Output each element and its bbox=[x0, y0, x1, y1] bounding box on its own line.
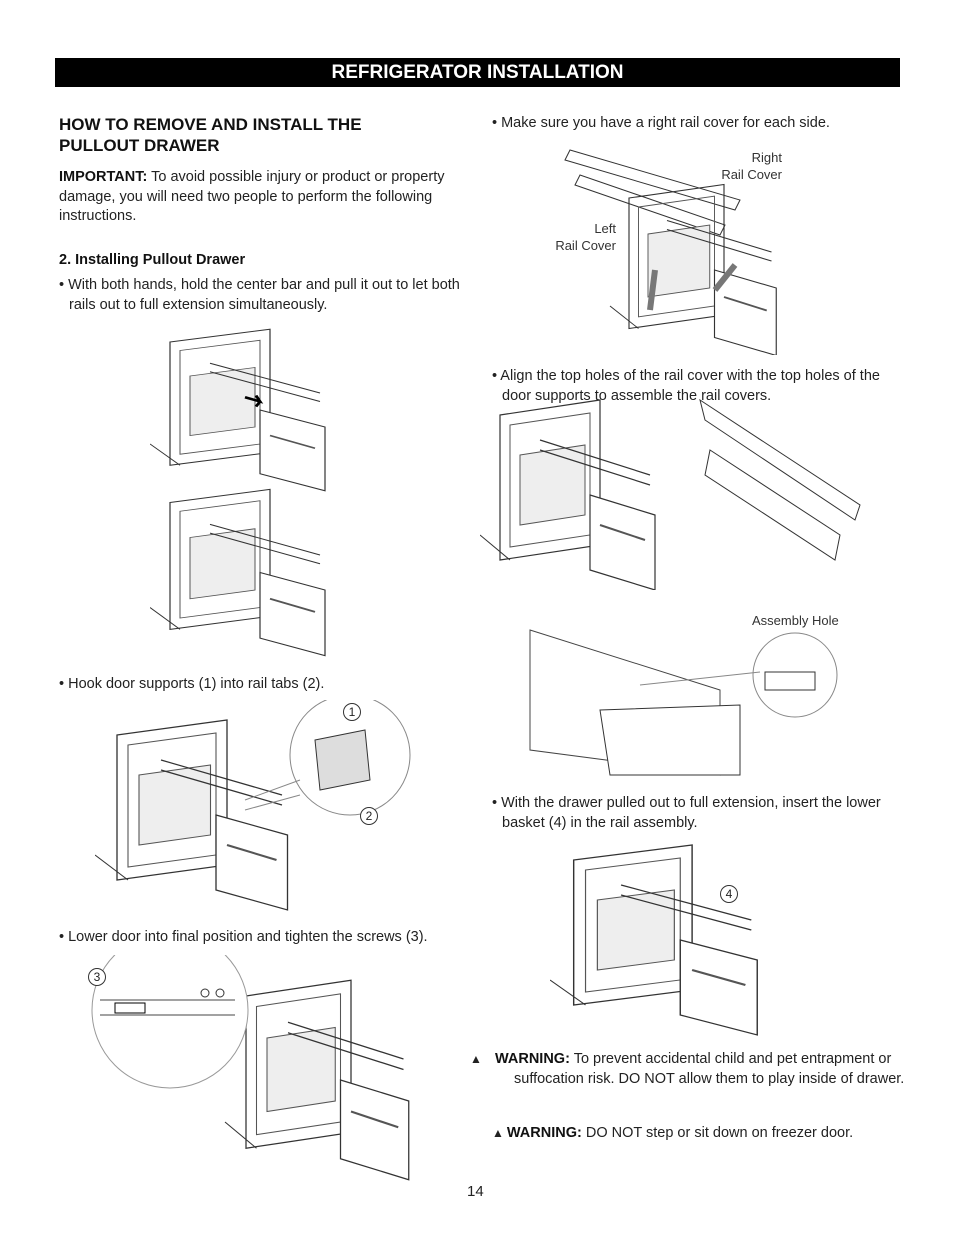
illustration-tighten-screws bbox=[85, 931, 420, 1185]
illustration-align-holes bbox=[479, 395, 870, 591]
step-text: • With both hands, hold the center bar a… bbox=[59, 277, 460, 313]
illustration-rails-extended bbox=[149, 485, 340, 660]
step-text: • Lower door into final position and tig… bbox=[59, 929, 428, 945]
title-line-2: PULLOUT DRAWER bbox=[59, 136, 220, 155]
warning-text: DO NOT step or sit down on freezer door. bbox=[581, 1125, 854, 1141]
title-line-1: HOW TO REMOVE AND INSTALL THE bbox=[59, 115, 362, 134]
illustration-insert-basket bbox=[548, 840, 775, 1040]
callout-3: 3 bbox=[88, 968, 106, 986]
warning-text: To prevent accidental child and pet entr… bbox=[514, 1051, 905, 1087]
illustration-rail-covers bbox=[555, 140, 785, 357]
warning-label: WARNING: bbox=[495, 1051, 570, 1067]
warning-triangle-icon: ▲ bbox=[492, 1126, 504, 1140]
illustration-pull-rails bbox=[149, 325, 340, 495]
illustration-hook-door-supports bbox=[93, 694, 415, 915]
assembly-hole-label: Assembly Hole bbox=[752, 613, 839, 628]
callout-4: 4 bbox=[720, 885, 738, 903]
warning-entrapment: ▲WARNING: To prevent accidental child an… bbox=[470, 1051, 905, 1087]
label-line: Rail Cover bbox=[721, 167, 782, 182]
callout-2: 2 bbox=[360, 807, 378, 825]
step-text: • Hook door supports (1) into rail tabs … bbox=[59, 676, 325, 692]
important-label: IMPORTANT: bbox=[59, 169, 148, 185]
label-line: Rail Cover bbox=[555, 238, 616, 253]
important-text: To avoid possible injury or product or p… bbox=[59, 169, 445, 224]
label-line: Right bbox=[751, 150, 782, 165]
illustration-assembly-hole bbox=[520, 610, 840, 780]
step-text: • With the drawer pulled out to full ext… bbox=[492, 795, 881, 831]
callout-1: 1 bbox=[343, 703, 361, 721]
page-number: 14 bbox=[467, 1183, 484, 1200]
subheading: 2. Installing Pullout Drawer bbox=[59, 252, 246, 268]
step-text: • Align the top holes of the rail cover … bbox=[492, 368, 880, 404]
warning-freezer-door: ▲WARNING: DO NOT step or sit down on fre… bbox=[492, 1124, 902, 1144]
section-title: HOW TO REMOVE AND INSTALL THE PULLOUT DR… bbox=[59, 114, 362, 156]
label-line: Left bbox=[594, 221, 616, 236]
section-header-bar: REFRIGERATOR INSTALLATION bbox=[55, 58, 900, 87]
important-note: IMPORTANT: To avoid possible injury or p… bbox=[59, 168, 464, 227]
step-text: • Make sure you have a right rail cover … bbox=[492, 115, 830, 131]
warning-label: WARNING: bbox=[506, 1125, 582, 1141]
